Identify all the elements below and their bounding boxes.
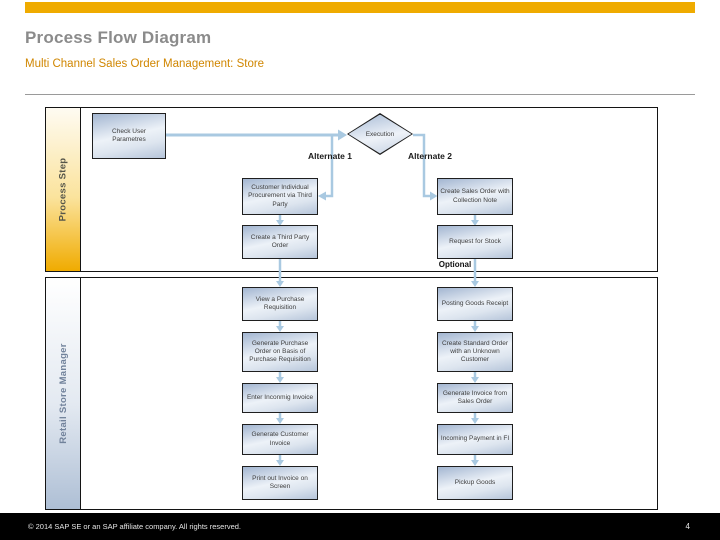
process-step-box: Enter Inconmig Invoice	[242, 383, 318, 413]
branch-label-alternate-1: Alternate 1	[308, 151, 352, 161]
process-step-box: Create Standard Order with an Unknown Cu…	[437, 332, 513, 372]
process-step-box: Create Sales Order with Collection Note	[437, 178, 513, 215]
page-subtitle: Multi Channel Sales Order Management: St…	[25, 58, 265, 70]
footer-bar: © 2014 SAP SE or an SAP affiliate compan…	[0, 513, 720, 540]
decision-label: Execution	[365, 130, 395, 138]
process-step-box: Incoming Payment in FI	[437, 424, 513, 455]
process-step-box: Generate Purchase Order on Basis of Purc…	[242, 332, 318, 372]
process-step-box: Generate Invoice from Sales Order	[437, 383, 513, 413]
process-step-box: Pickup Goods	[437, 466, 513, 500]
header-divider	[25, 94, 695, 95]
process-step-box: Request for Stock	[437, 225, 513, 259]
page-number: 4	[685, 522, 690, 531]
lane-label-text: Process Step	[57, 157, 69, 222]
page-title: Process Flow Diagram	[25, 28, 212, 47]
process-step-box: Customer Individual Procurement via Thir…	[242, 178, 318, 215]
copyright-text: © 2014 SAP SE or an SAP affiliate compan…	[28, 522, 242, 531]
process-step-box: Create a Third Party Order	[242, 225, 318, 259]
lane-label-retail-store-manager: Retail Store Manager	[46, 278, 81, 509]
process-step-box: Print out Invoice on Screen	[242, 466, 318, 500]
lane-label-process-step: Process Step	[46, 108, 81, 271]
process-flow-diagram: Process Step Retail Store Manager	[45, 107, 658, 510]
optional-label: Optional	[438, 260, 472, 269]
start-step-box: Check User Parametres	[92, 113, 166, 159]
process-step-box: Posting Goods Receipt	[437, 287, 513, 321]
lane-label-text: Retail Store Manager	[57, 343, 69, 444]
decision-diamond: Execution	[347, 113, 413, 155]
accent-bar	[25, 2, 695, 13]
process-step-box: Generate Customer Invoice	[242, 424, 318, 455]
swimlane-retail-store-manager: Retail Store Manager	[45, 277, 658, 510]
branch-label-alternate-2: Alternate 2	[408, 151, 452, 161]
process-step-box: View a Purchase Requisition	[242, 287, 318, 321]
